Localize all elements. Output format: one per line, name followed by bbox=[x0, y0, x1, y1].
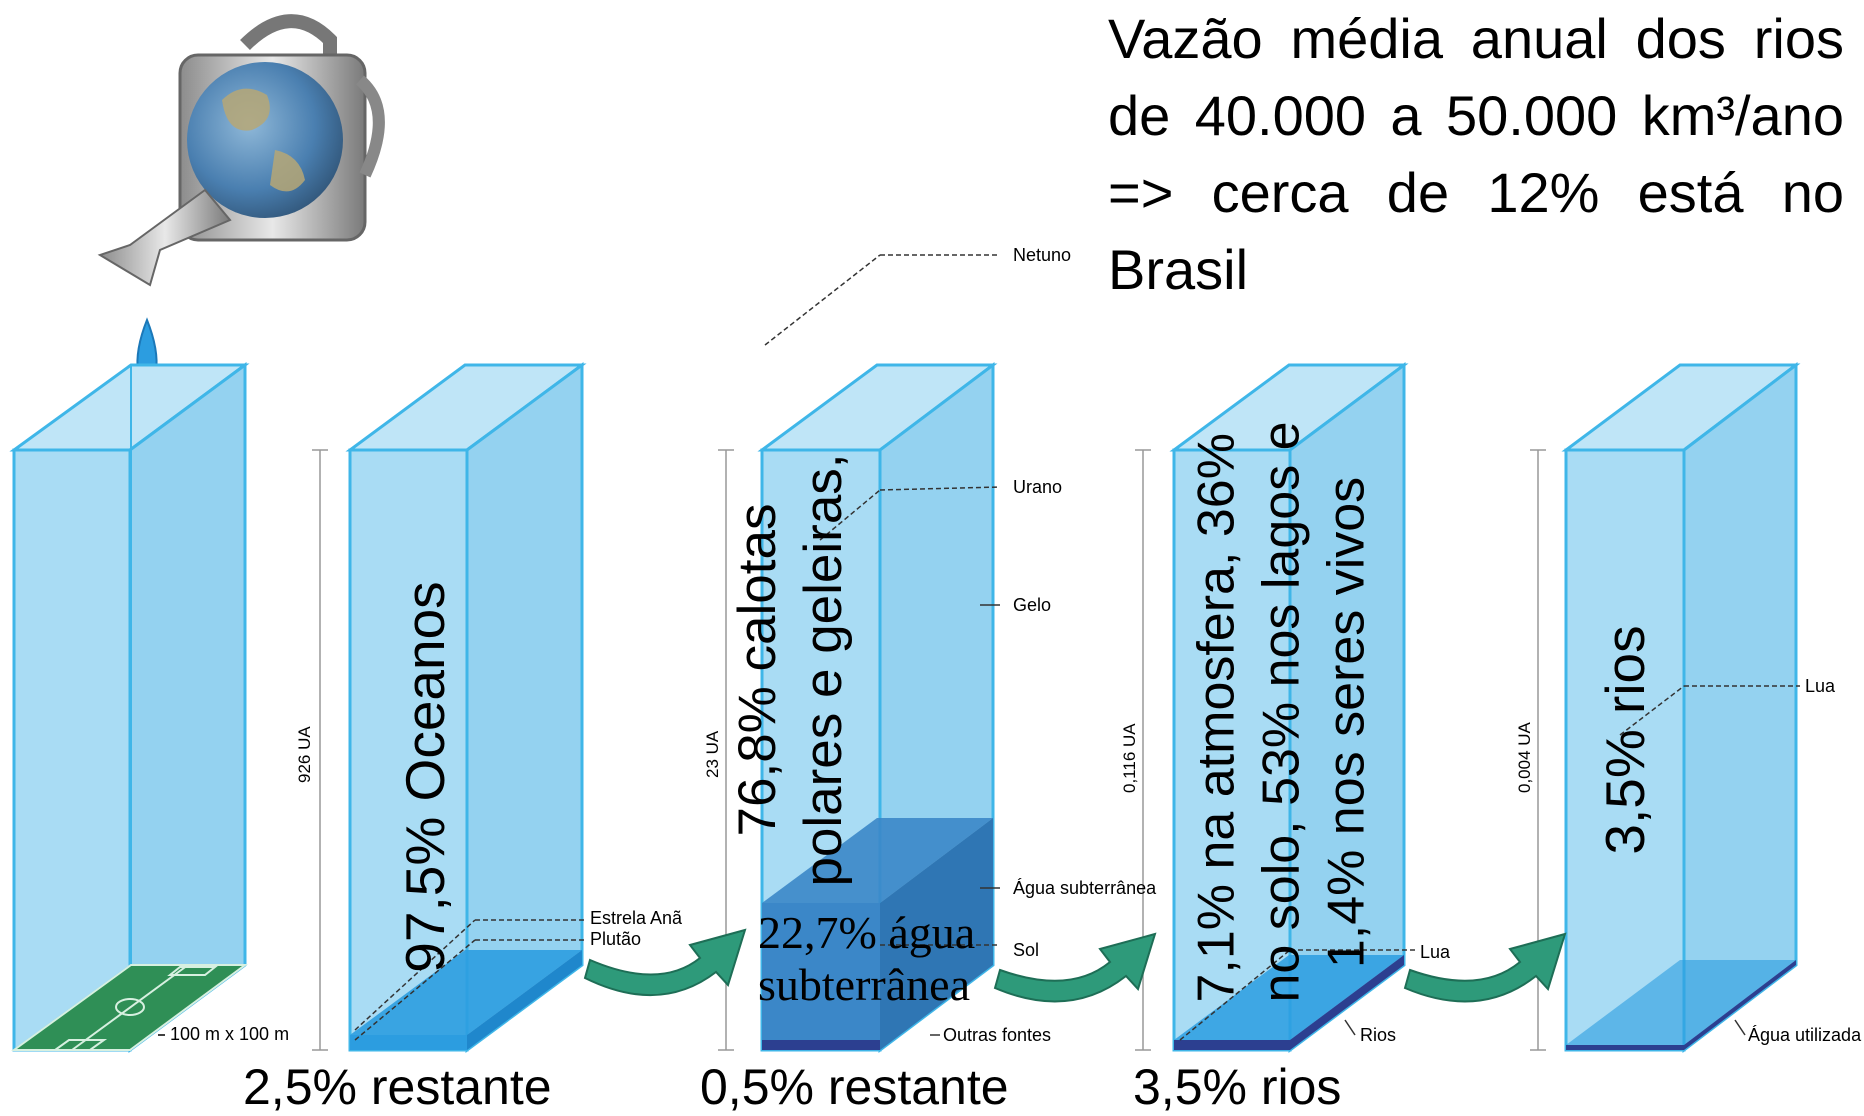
ice-caps-label-text: 76,8% calotas polares e geleiras, bbox=[728, 453, 853, 887]
scale-label-col3: 23 UA bbox=[703, 730, 722, 778]
tank-column-2 bbox=[312, 362, 587, 1053]
callout-sol: Sol bbox=[1013, 940, 1040, 960]
callout-rios: Rios bbox=[1360, 1025, 1397, 1045]
callout-estrela-ana: Estrela Anã bbox=[590, 908, 683, 928]
callout-field-size: 100 m x 100 m bbox=[170, 1024, 290, 1044]
callout-plutao: Plutão bbox=[590, 929, 642, 949]
scale-label-col2: 926 UA bbox=[295, 726, 314, 783]
bottom-label-col3: 0,5% restante bbox=[700, 1059, 1009, 1115]
tank-column-1 bbox=[9, 362, 250, 1053]
other-reserves-line-2: no solo, 53% nos lagos e bbox=[1252, 421, 1311, 1003]
callout-lua-col4: Lua bbox=[1420, 942, 1451, 962]
rivers-label: 3,5% rios bbox=[1594, 625, 1656, 855]
scale-label-col4: 0,116 UA bbox=[1120, 723, 1139, 793]
other-reserves-line-3: 1,4% nos seres vivos bbox=[1317, 476, 1376, 969]
tank-column-5 bbox=[1530, 361, 1801, 1054]
other-reserves-label: 7,1% na atmosfera, 36% no solo, 53% nos … bbox=[1185, 421, 1380, 1003]
callout-agua-utilizada: Água utilizada bbox=[1748, 1025, 1862, 1045]
oceans-label: 97,5% Oceanos bbox=[394, 581, 456, 973]
callout-lua-col5: Lua bbox=[1805, 676, 1836, 696]
soccer-field-icon bbox=[10, 964, 249, 1051]
headline-text: Vazão média anual dos rios de 40.000 a 5… bbox=[1108, 7, 1844, 301]
groundwater-label: 22,7% água subterrânea bbox=[758, 907, 976, 1010]
callout-agua-subterranea: Água subterrânea bbox=[1013, 878, 1157, 898]
scale-label-col5: 0,004 UA bbox=[1515, 722, 1534, 793]
other-reserves-line-1: 7,1% na atmosfera, 36% bbox=[1187, 433, 1246, 1003]
ice-caps-label: 76,8% calotas polares e geleiras, bbox=[725, 435, 865, 905]
bottom-label-col4: 3,5% rios bbox=[1133, 1059, 1342, 1115]
callout-gelo: Gelo bbox=[1013, 595, 1052, 615]
bottom-label-col2: 2,5% restante bbox=[243, 1059, 552, 1115]
callout-urano: Urano bbox=[1013, 477, 1063, 497]
tank-column-3 bbox=[718, 254, 1001, 1054]
callout-netuno: Netuno bbox=[1013, 245, 1072, 265]
callout-outras-fontes: Outras fontes bbox=[943, 1025, 1052, 1045]
curved-arrow-icon bbox=[1403, 932, 1567, 1003]
watering-can-earth-icon bbox=[97, 14, 385, 287]
curved-arrow-icon bbox=[993, 932, 1157, 1003]
curved-arrow-icon bbox=[583, 928, 747, 997]
tank-column-4 bbox=[1135, 362, 1415, 1053]
